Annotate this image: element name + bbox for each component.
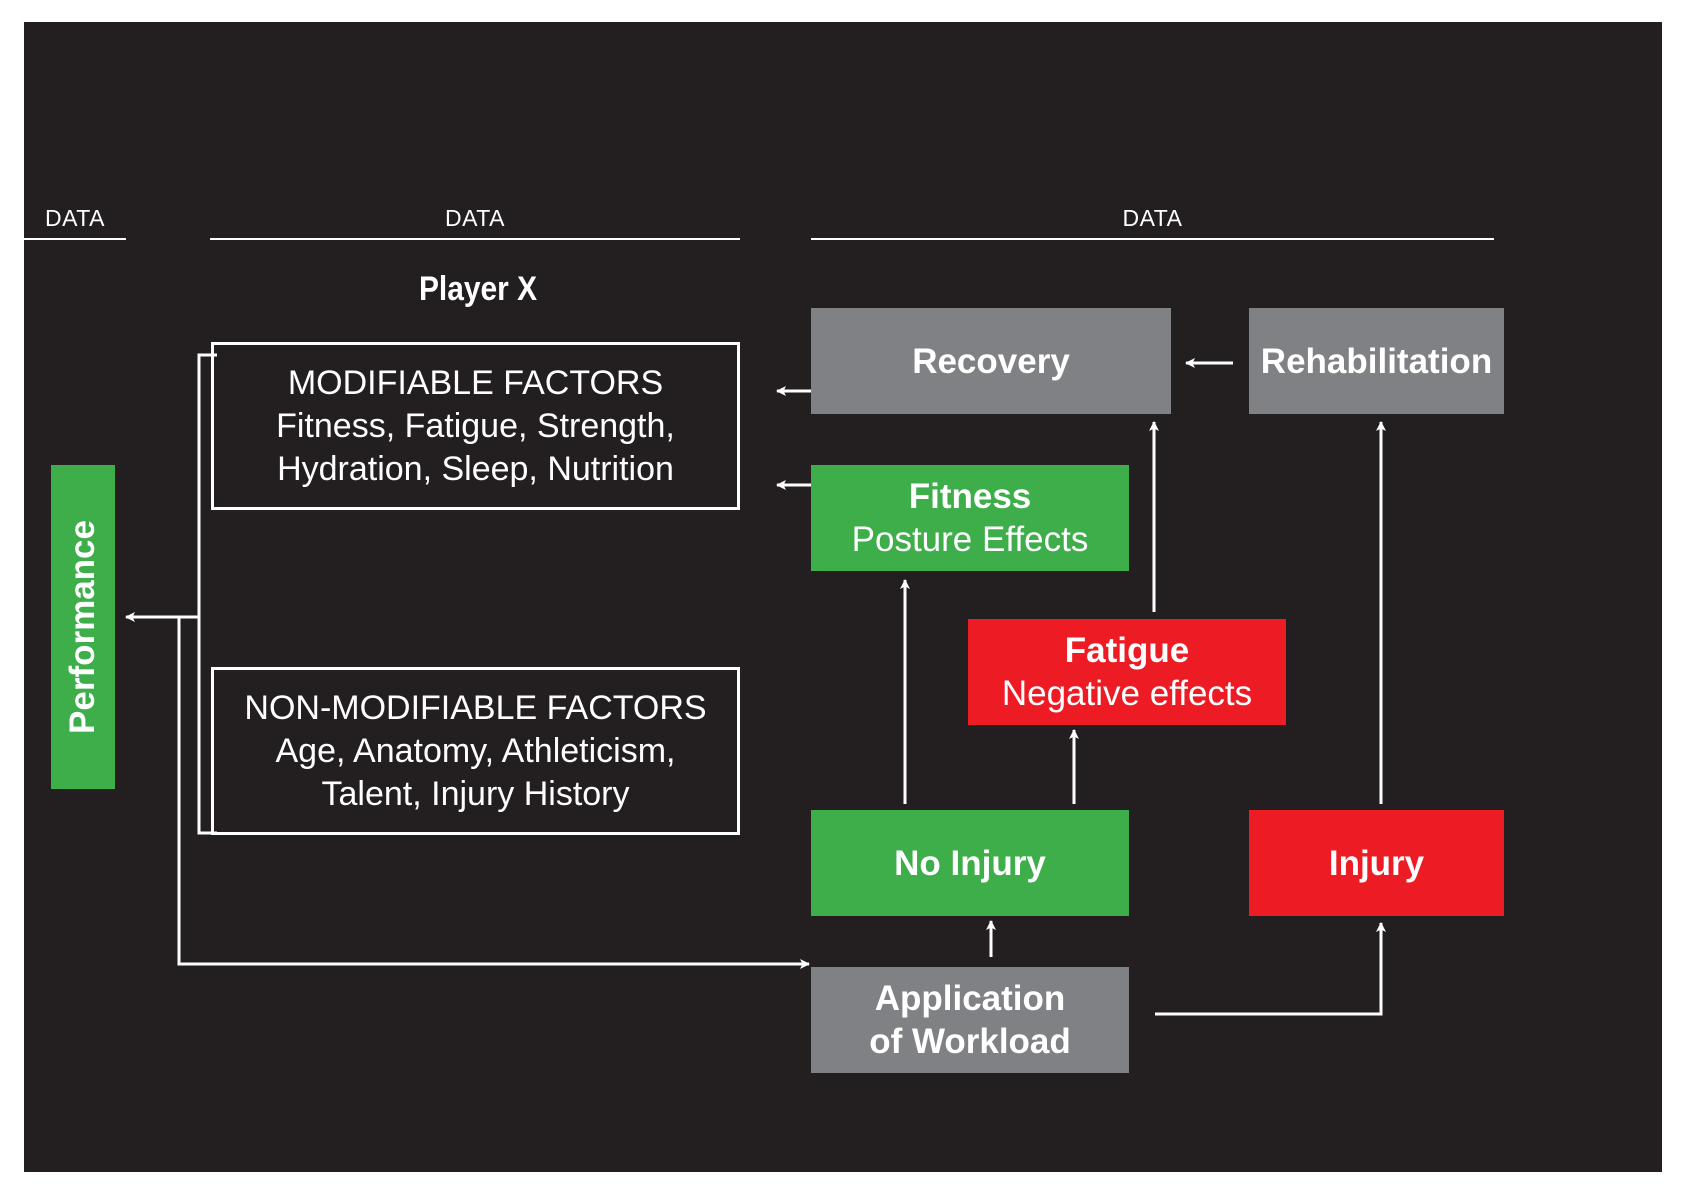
non-modifiable-line-1: Age, Anatomy, Athleticism, <box>275 731 676 770</box>
no-injury-box: No Injury <box>811 810 1129 916</box>
rehabilitation-label: Rehabilitation <box>1260 341 1493 381</box>
header-right-label: DATA <box>1122 205 1183 231</box>
fitness-line-1: Fitness <box>908 477 1032 516</box>
injury-box: Injury <box>1249 810 1504 916</box>
injury-label: Injury <box>1328 843 1425 883</box>
header-left-label: DATA <box>45 205 105 231</box>
performance-label: Performance <box>63 520 102 734</box>
header-middle-rule <box>210 238 740 240</box>
factors-bracket <box>197 353 217 835</box>
no-injury-label: No Injury <box>894 843 1046 883</box>
header-right-rule <box>811 238 1494 240</box>
header-left-rule <box>24 238 126 240</box>
arrow-workload-to-injury <box>1155 922 1386 1016</box>
fatigue-box: Fatigue Negative effects <box>968 619 1286 725</box>
arrow-to-workload <box>177 617 810 969</box>
fatigue-line-1: Fatigue <box>1064 631 1190 670</box>
non-modifiable-factors-box: NON-MODIFIABLE FACTORS Age, Anatomy, Ath… <box>211 667 740 835</box>
recovery-box: Recovery <box>811 308 1171 414</box>
modifiable-title: MODIFIABLE FACTORS <box>287 363 664 402</box>
workload-line-1: Application <box>874 979 1066 1018</box>
fatigue-line-2: Negative effects <box>1001 674 1253 713</box>
modifiable-factors-box: MODIFIABLE FACTORS Fitness, Fatigue, Str… <box>211 342 740 510</box>
fitness-box: Fitness Posture Effects <box>811 465 1129 571</box>
non-modifiable-line-2: Talent, Injury History <box>321 774 630 813</box>
diagram-canvas: DATA DATA DATA Player X Performance MODI… <box>24 22 1662 1172</box>
connector-layer <box>125 353 1386 1016</box>
non-modifiable-title: NON-MODIFIABLE FACTORS <box>244 688 707 727</box>
fitness-line-2: Posture Effects <box>851 520 1089 559</box>
workload-box: Application of Workload <box>811 967 1129 1073</box>
rehabilitation-box: Rehabilitation <box>1249 308 1504 414</box>
workload-line-2: of Workload <box>869 1022 1071 1061</box>
performance-bar: Performance <box>51 465 115 789</box>
modifiable-line-1: Fitness, Fatigue, Strength, <box>276 406 675 445</box>
modifiable-line-2: Hydration, Sleep, Nutrition <box>277 449 674 488</box>
player-title: Player X <box>418 270 538 308</box>
recovery-label: Recovery <box>912 341 1070 381</box>
header-middle-label: DATA <box>445 205 505 231</box>
